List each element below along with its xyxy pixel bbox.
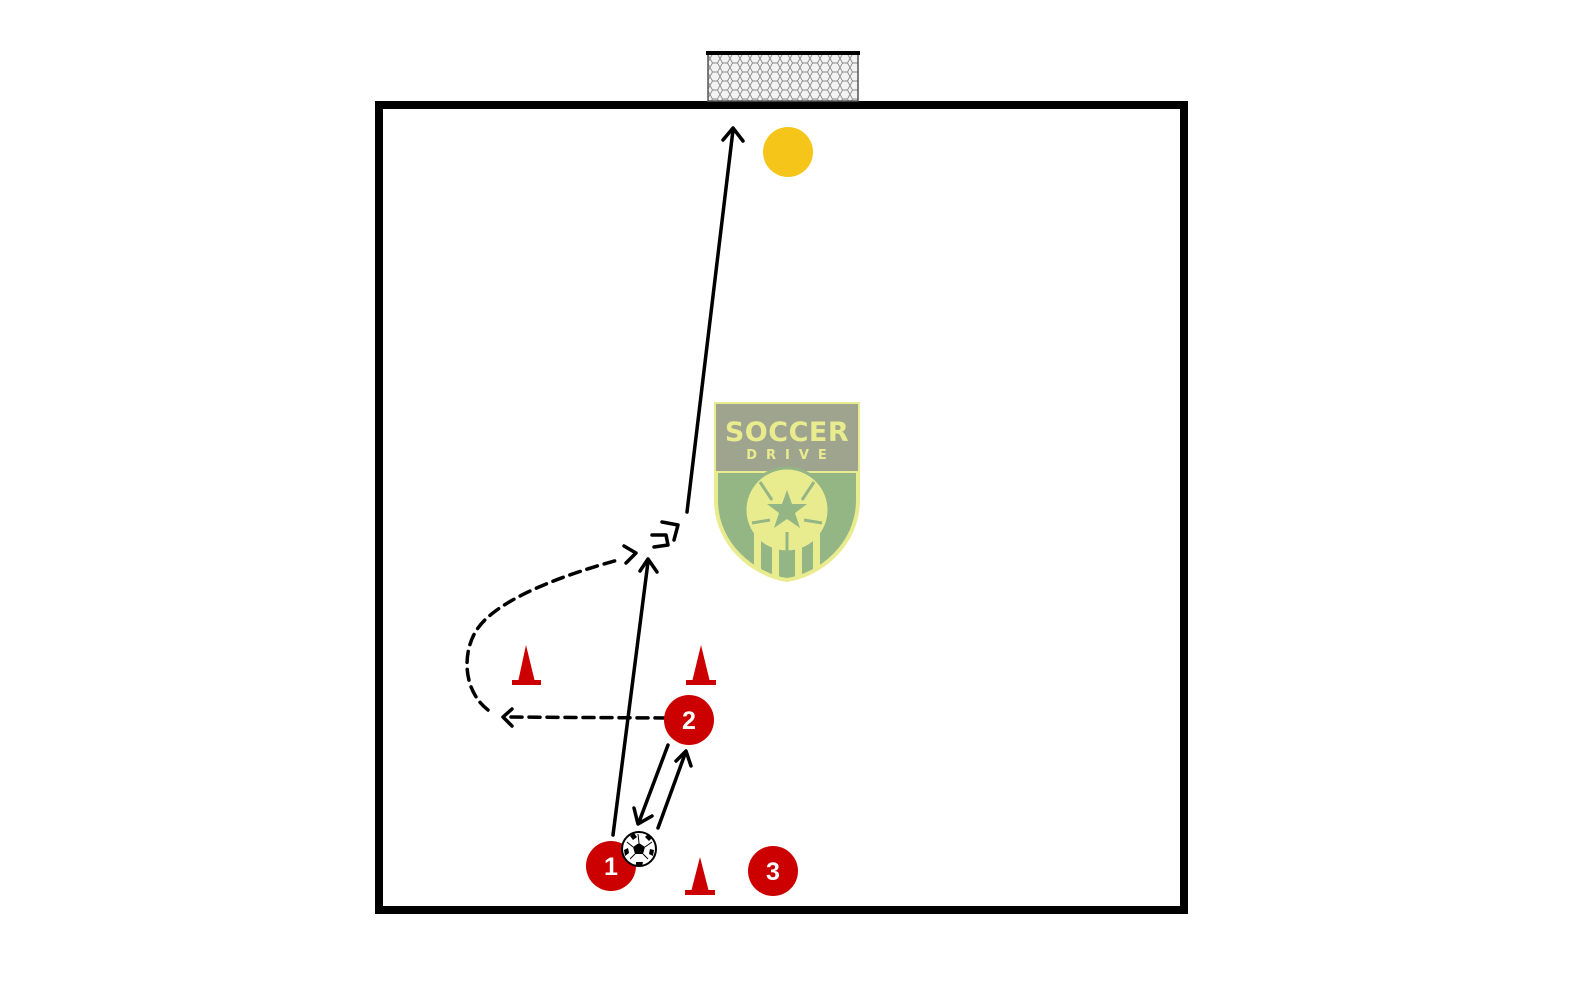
player-2-label: 2 (682, 707, 696, 735)
soccer-drive-crest: SOCCER DRIVE (714, 402, 860, 583)
turn-marker (650, 520, 680, 549)
player-2: 2 (664, 695, 714, 745)
goal-net-icon (706, 51, 860, 102)
return-pass-arrow (632, 743, 670, 826)
cone-base (685, 890, 715, 895)
cone-icon (691, 857, 709, 892)
player-3-label: 3 (766, 858, 780, 886)
crest-subtitle: DRIVE (746, 448, 836, 463)
player-3: 3 (748, 846, 798, 896)
dribble-path-arrow (465, 544, 668, 728)
cone-base (686, 680, 716, 685)
cone-base (512, 680, 541, 685)
player-run-arrow (611, 557, 659, 837)
shot-arrow (685, 126, 745, 514)
cone-icon (692, 645, 710, 682)
target-marker-icon (763, 127, 813, 177)
player-1-label: 1 (604, 853, 618, 881)
crest-title: SOCCER (725, 417, 849, 448)
cone-icon (518, 645, 535, 682)
pass-arrow-to-player-2 (656, 749, 693, 830)
soccer-ball-icon (621, 831, 657, 867)
